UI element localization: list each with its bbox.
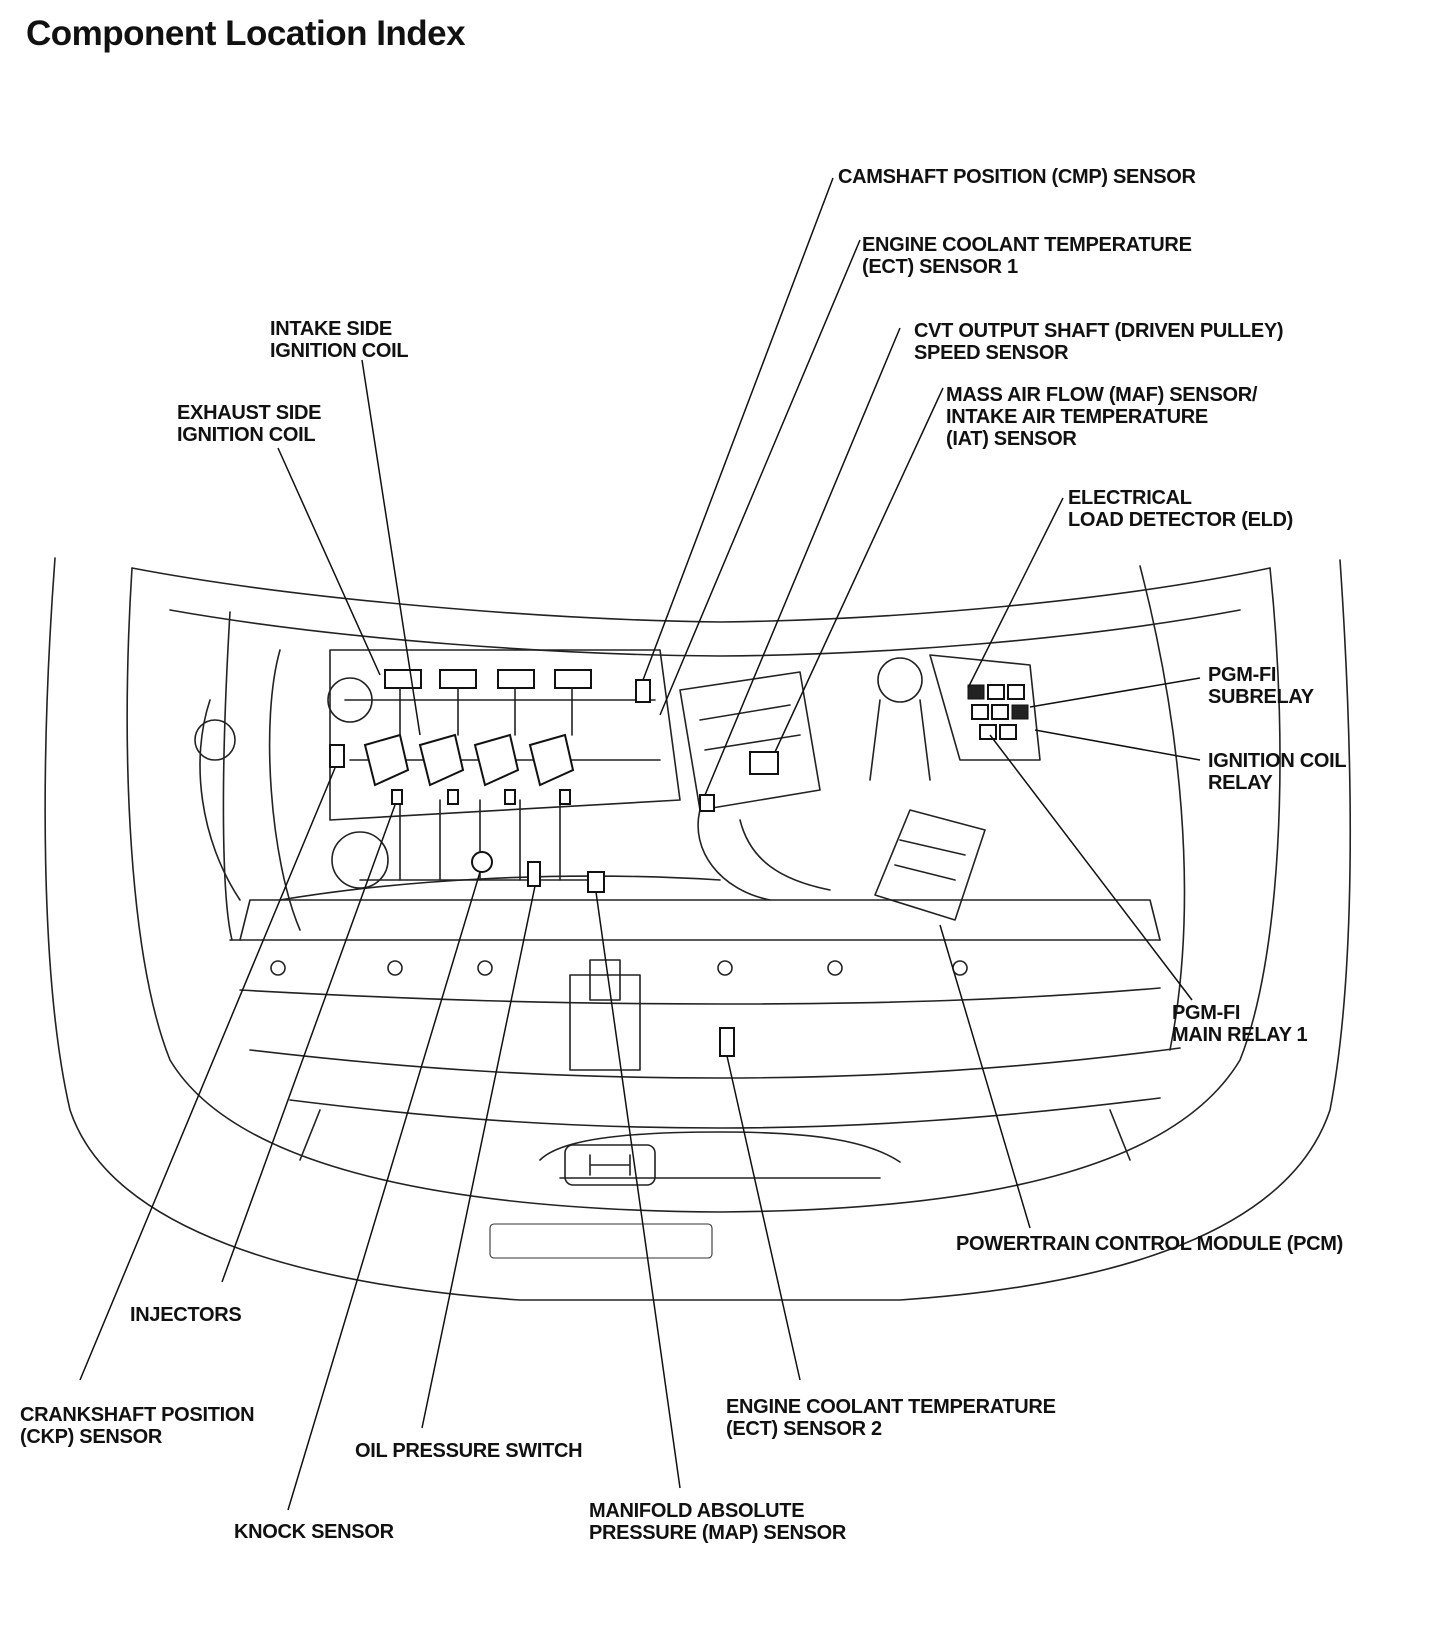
label-ect-sensor-1: ENGINE COOLANT TEMPERATURE (ECT) SENSOR … — [862, 234, 1192, 278]
label-intake-side-ignition-coil: INTAKE SIDE IGNITION COIL — [270, 318, 409, 362]
ckp-sensor-part — [329, 744, 345, 768]
sensor-parts — [329, 679, 779, 1057]
ect2-sensor-part — [719, 1027, 735, 1057]
label-oil-pressure-switch: OIL PRESSURE SWITCH — [355, 1440, 583, 1462]
relay-box-and-pcm — [874, 654, 1041, 921]
label-crankshaft-position-sensor: CRANKSHAFT POSITION (CKP) SENSOR — [20, 1404, 255, 1448]
knock-sensor-part — [471, 851, 493, 873]
label-cvt-output-shaft-speed-sensor: CVT OUTPUT SHAFT (DRIVEN PULLEY) SPEED S… — [914, 320, 1284, 364]
label-mass-air-flow-sensor: MASS AIR FLOW (MAF) SENSOR/ INTAKE AIR T… — [946, 384, 1258, 450]
maf-sensor-part — [749, 751, 779, 775]
label-powertrain-control-module: POWERTRAIN CONTROL MODULE (PCM) — [956, 1233, 1343, 1255]
label-camshaft-position-sensor: CAMSHAFT POSITION (CMP) SENSOR — [838, 166, 1196, 188]
label-pgm-fi-subrelay: PGM-FI SUBRELAY — [1208, 664, 1314, 708]
label-ect-sensor-2: ENGINE COOLANT TEMPERATURE (ECT) SENSOR … — [726, 1396, 1056, 1440]
label-electrical-load-detector: ELECTRICAL LOAD DETECTOR (ELD) — [1068, 487, 1294, 531]
label-knock-sensor: KNOCK SENSOR — [234, 1521, 394, 1543]
leader-lines — [79, 177, 1201, 1511]
air-intake — [679, 657, 931, 901]
ect1-sensor-part — [699, 794, 715, 812]
page-title: Component Location Index — [26, 14, 466, 53]
label-exhaust-side-ignition-coil: EXHAUST SIDE IGNITION COIL — [177, 402, 322, 446]
map-sensor-part — [587, 871, 605, 893]
label-manifold-absolute-pressure-sensor: MANIFOLD ABSOLUTE PRESSURE (MAP) SENSOR — [589, 1500, 847, 1544]
ignition-coil-group — [363, 669, 592, 787]
oil-pressure-switch-part — [527, 861, 541, 887]
cmp-sensor-part — [635, 679, 651, 703]
label-pgm-fi-main-relay-1: PGM-FI MAIN RELAY 1 — [1172, 1002, 1308, 1046]
car-body-outline — [44, 557, 1352, 1301]
injector-part — [391, 789, 403, 805]
label-injectors: INJECTORS — [130, 1304, 242, 1326]
label-ignition-coil-relay: IGNITION COIL RELAY — [1208, 750, 1347, 794]
